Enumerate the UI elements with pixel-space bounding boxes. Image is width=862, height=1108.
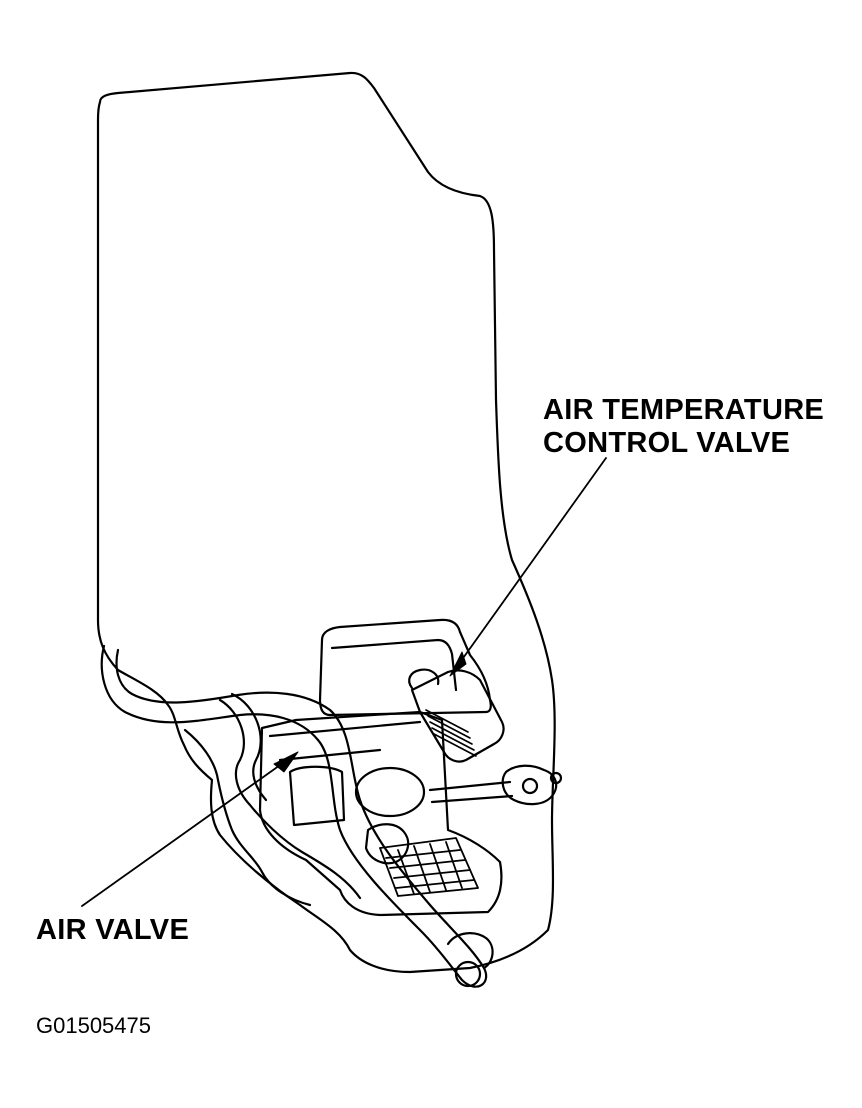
leader-atcv	[455, 457, 607, 669]
engine-housing-outline	[96, 71, 556, 974]
tube-end-fitting	[446, 932, 494, 970]
air-temperature-control-valve-label: AIR TEMPERATURE CONTROL VALVE	[543, 394, 824, 460]
secondary-tube	[218, 698, 362, 900]
leader-air-valve-arrowhead	[273, 751, 299, 773]
intake-grille	[379, 837, 479, 897]
valve-housing	[318, 618, 492, 717]
throttle-body	[258, 710, 503, 917]
connector-rod	[428, 780, 514, 804]
leader-atcv-arrowhead	[449, 651, 467, 677]
atcv-fins	[425, 709, 477, 757]
atcv-body	[410, 669, 505, 763]
right-connector	[501, 764, 558, 806]
atcv-label-line2: CONTROL VALVE	[543, 427, 791, 459]
air-valve-label: AIR VALVE	[36, 914, 190, 946]
atcv-label-line1: AIR TEMPERATURE	[543, 394, 825, 426]
leader-air-valve	[81, 757, 291, 907]
lower-casting-contour	[183, 728, 312, 907]
figure-id: G01505475	[36, 1013, 151, 1038]
breather-tube	[100, 644, 488, 988]
